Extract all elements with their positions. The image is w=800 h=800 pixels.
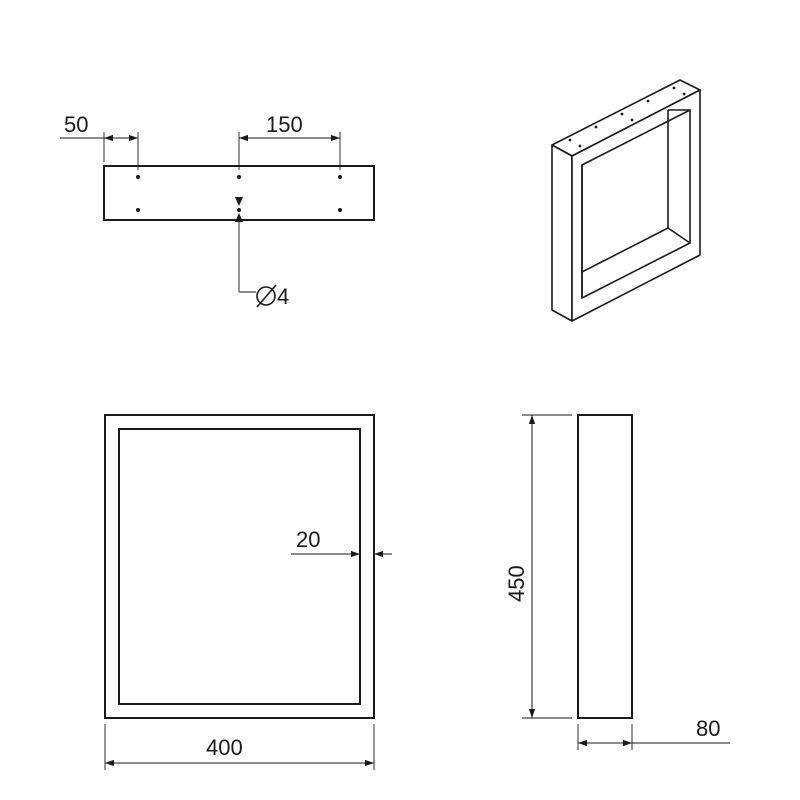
dimension-depth: 80 bbox=[577, 716, 730, 750]
iso-front-face bbox=[551, 144, 573, 322]
hole bbox=[338, 208, 342, 212]
hole bbox=[237, 175, 241, 179]
front-inner-opening bbox=[118, 428, 361, 705]
dimension-hole-diameter: 4 bbox=[235, 197, 289, 309]
dimension-label-edge-offset: 50 bbox=[64, 112, 88, 137]
dimension-label-hole-diameter: 4 bbox=[277, 284, 289, 309]
dimension-label-height: 450 bbox=[504, 565, 529, 602]
diameter-icon bbox=[256, 284, 277, 308]
dimension-label-width: 400 bbox=[206, 735, 243, 760]
side-view: 450 80 bbox=[504, 414, 730, 750]
side-profile-outline bbox=[577, 414, 633, 719]
hole bbox=[136, 175, 140, 179]
dimension-wall-thickness: 20 bbox=[291, 527, 392, 558]
dimension-height: 450 bbox=[504, 414, 572, 719]
top-view: 50 150 4 bbox=[60, 112, 375, 309]
front-view: 20 400 bbox=[104, 414, 392, 770]
hole bbox=[237, 208, 241, 212]
hole bbox=[136, 208, 140, 212]
iso-top-holes bbox=[568, 86, 686, 148]
dimension-width: 400 bbox=[104, 724, 375, 770]
isometric-view bbox=[551, 79, 701, 322]
dimension-label-depth: 80 bbox=[696, 716, 720, 741]
hole bbox=[338, 175, 342, 179]
dimension-label-wall-thickness: 20 bbox=[296, 527, 320, 552]
dimension-label-hole-spacing: 150 bbox=[266, 112, 303, 137]
dimension-edge-offset: 50 bbox=[60, 112, 138, 142]
dimension-hole-spacing: 150 bbox=[239, 112, 340, 142]
mounting-holes bbox=[136, 175, 342, 212]
